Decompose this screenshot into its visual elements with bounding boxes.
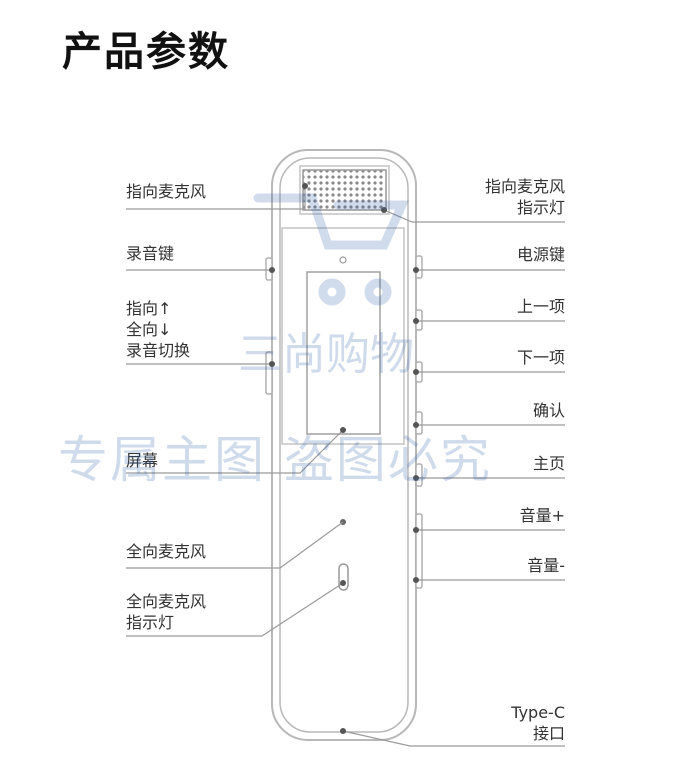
label-record-key: 录音键 xyxy=(126,244,175,263)
watermark-cart-icon xyxy=(253,193,409,306)
mic-grille xyxy=(302,169,387,211)
label-volume-down: 音量- xyxy=(527,556,565,575)
label-prev-item: 上一项 xyxy=(516,297,565,316)
callout-lines xyxy=(126,186,565,747)
device-body xyxy=(271,149,417,741)
label-omni-mic-indicator: 全向麦克风 指示灯 xyxy=(126,592,207,632)
front-panel xyxy=(281,227,405,445)
label-next-item: 下一项 xyxy=(516,348,565,367)
label-volume-up: 音量+ xyxy=(519,506,565,525)
screen-area xyxy=(306,271,381,435)
page-title: 产品参数 xyxy=(62,29,230,75)
label-confirm: 确认 xyxy=(532,401,565,420)
label-directional-mic: 指向麦克风 xyxy=(126,182,207,201)
label-home: 主页 xyxy=(532,454,565,473)
side-buttons xyxy=(265,255,423,589)
label-directional-mic-indicator: 指向麦克风 指示灯 xyxy=(484,177,565,217)
omni-indicator-slot xyxy=(338,563,349,591)
label-screen: 屏幕 xyxy=(126,451,159,470)
label-omni-mic: 全向麦克风 xyxy=(126,542,207,561)
label-type-c-port: Type-C 接口 xyxy=(511,703,565,743)
callout-dots xyxy=(269,183,419,734)
label-mode-switch: 指向↑ 全向↓ 录音切换 xyxy=(126,299,191,360)
label-power-key: 电源键 xyxy=(516,245,565,264)
